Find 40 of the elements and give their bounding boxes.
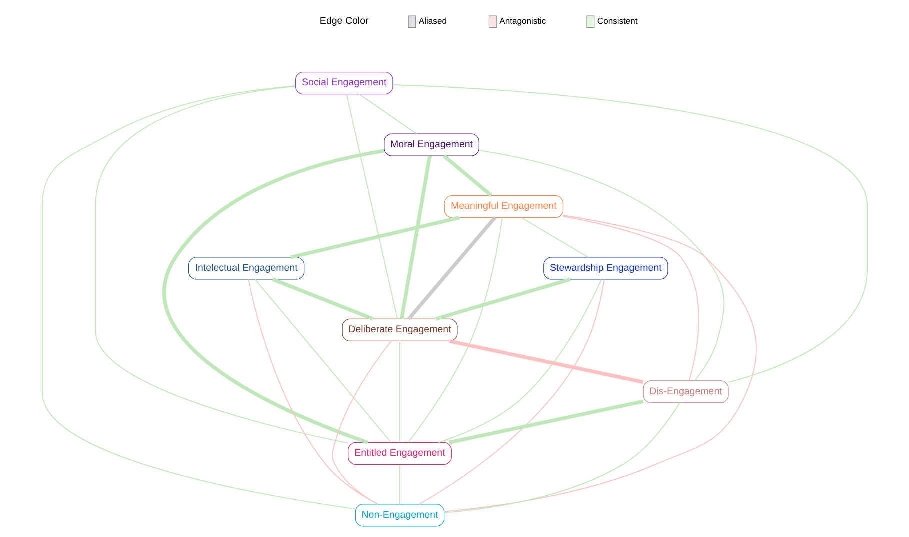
node-box: Moral Engagement: [384, 134, 479, 156]
connector: [254, 279, 392, 443]
connector: [444, 402, 680, 514]
connector: [562, 216, 699, 382]
connector: [332, 340, 392, 505]
node-box: Intelectual Engagement: [188, 257, 304, 280]
node-box: Social Engagement: [294, 72, 393, 95]
connector: [290, 216, 460, 260]
connector: [399, 340, 400, 444]
connector: [406, 216, 496, 320]
label: Edge Color: [319, 16, 368, 27]
connector: [418, 279, 604, 505]
connector: [400, 156, 432, 320]
connector: [407, 217, 502, 444]
node-box: Stewardship Engagement: [543, 257, 668, 280]
connector: [94, 86, 348, 444]
connector: [358, 94, 417, 134]
connector: [442, 154, 492, 198]
connector: [520, 217, 588, 258]
connector: [478, 150, 724, 382]
connector: [448, 400, 644, 444]
connector: [438, 279, 602, 444]
connector: [272, 278, 374, 321]
connector: [248, 279, 378, 505]
legend-label: Antagonistic: [499, 16, 546, 26]
connector: [448, 339, 644, 384]
node-box: Entitled Engagement: [348, 442, 452, 465]
node-box: Non-Engagement: [354, 504, 444, 527]
connector: [392, 84, 868, 383]
node-box: Meaningful Engagement: [444, 195, 563, 218]
legend-label: Aliased: [418, 16, 446, 26]
node-box: Dis-Engagement: [642, 380, 728, 404]
connector: [162, 149, 384, 444]
connector: [346, 94, 398, 320]
connector: [434, 278, 571, 321]
legend-label: Consistent: [596, 16, 638, 26]
connector: [399, 464, 400, 505]
connector: [41, 86, 356, 510]
connector: [443, 215, 756, 512]
node-box: Deliberate Engagement: [342, 318, 458, 342]
